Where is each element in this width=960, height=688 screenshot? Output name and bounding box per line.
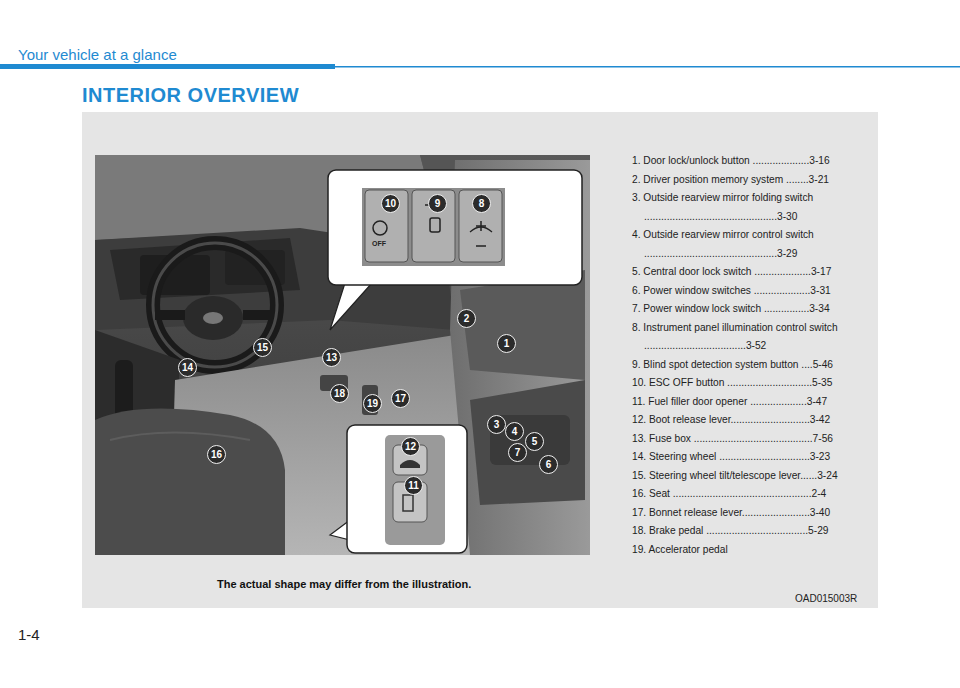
parts-list: 1. Door lock/unlock button .............… — [632, 152, 872, 559]
list-item: 16. Seat ...............................… — [632, 485, 872, 504]
callout-number: 5 — [525, 432, 544, 451]
list-item: 6. Power window switches ...............… — [632, 282, 872, 301]
list-item: 5. Central door lock switch ............… — [632, 263, 872, 282]
list-item: 9. Blind spot detection system button ..… — [632, 356, 872, 375]
list-item: 1. Door lock/unlock button .............… — [632, 152, 872, 171]
caption: The actual shape may differ from the ill… — [217, 578, 471, 590]
list-item: 3. Outside rearview mirror folding switc… — [632, 189, 872, 226]
list-item: 11. Fuel filler door opener ............… — [632, 393, 872, 412]
callout-number: 1 — [497, 334, 516, 353]
callout-number: 15 — [253, 338, 272, 357]
list-item: 2. Driver position memory system .......… — [632, 171, 872, 190]
callout-number: 7 — [508, 443, 527, 462]
list-item: 8. Instrument panel illumination control… — [632, 319, 872, 356]
callout-number: 9 — [428, 194, 447, 213]
list-item: 10. ESC OFF button .....................… — [632, 374, 872, 393]
callout-number: 13 — [322, 348, 341, 367]
image-code: OAD015003R — [795, 593, 857, 604]
button-text: OFF — [372, 240, 386, 247]
page-title: INTERIOR OVERVIEW — [82, 84, 299, 107]
callout-number: 4 — [505, 422, 524, 441]
callout-number: 3 — [487, 415, 506, 434]
callout-number: 19 — [363, 394, 382, 413]
callout-number: 2 — [457, 309, 476, 328]
callout-number: 14 — [178, 358, 197, 377]
list-item: 17. Bonnet release lever................… — [632, 504, 872, 523]
callout-number: 18 — [330, 384, 349, 403]
list-item: 15. Steering wheel tilt/telescope lever.… — [632, 467, 872, 486]
list-item: 12. Boot release lever..................… — [632, 411, 872, 430]
list-item: 19. Accelerator pedal — [632, 541, 872, 560]
list-item: 18. Brake pedal ........................… — [632, 522, 872, 541]
list-item: 14. Steering wheel .....................… — [632, 448, 872, 467]
callout-number: 6 — [539, 455, 558, 474]
list-item: 4. Outside rearview mirror control switc… — [632, 226, 872, 263]
callout-number: 8 — [472, 194, 491, 213]
callout-number: 10 — [381, 194, 400, 213]
section-header: Your vehicle at a glance — [18, 46, 177, 63]
list-item: 13. Fuse box ...........................… — [632, 430, 872, 449]
callout-number: 16 — [207, 445, 226, 464]
list-item: 7. Power window lock switch ............… — [632, 300, 872, 319]
callout-number: 12 — [401, 437, 420, 456]
callout-number: 17 — [391, 389, 410, 408]
page-number: 1-4 — [18, 626, 40, 643]
callout-number: 11 — [404, 476, 423, 495]
